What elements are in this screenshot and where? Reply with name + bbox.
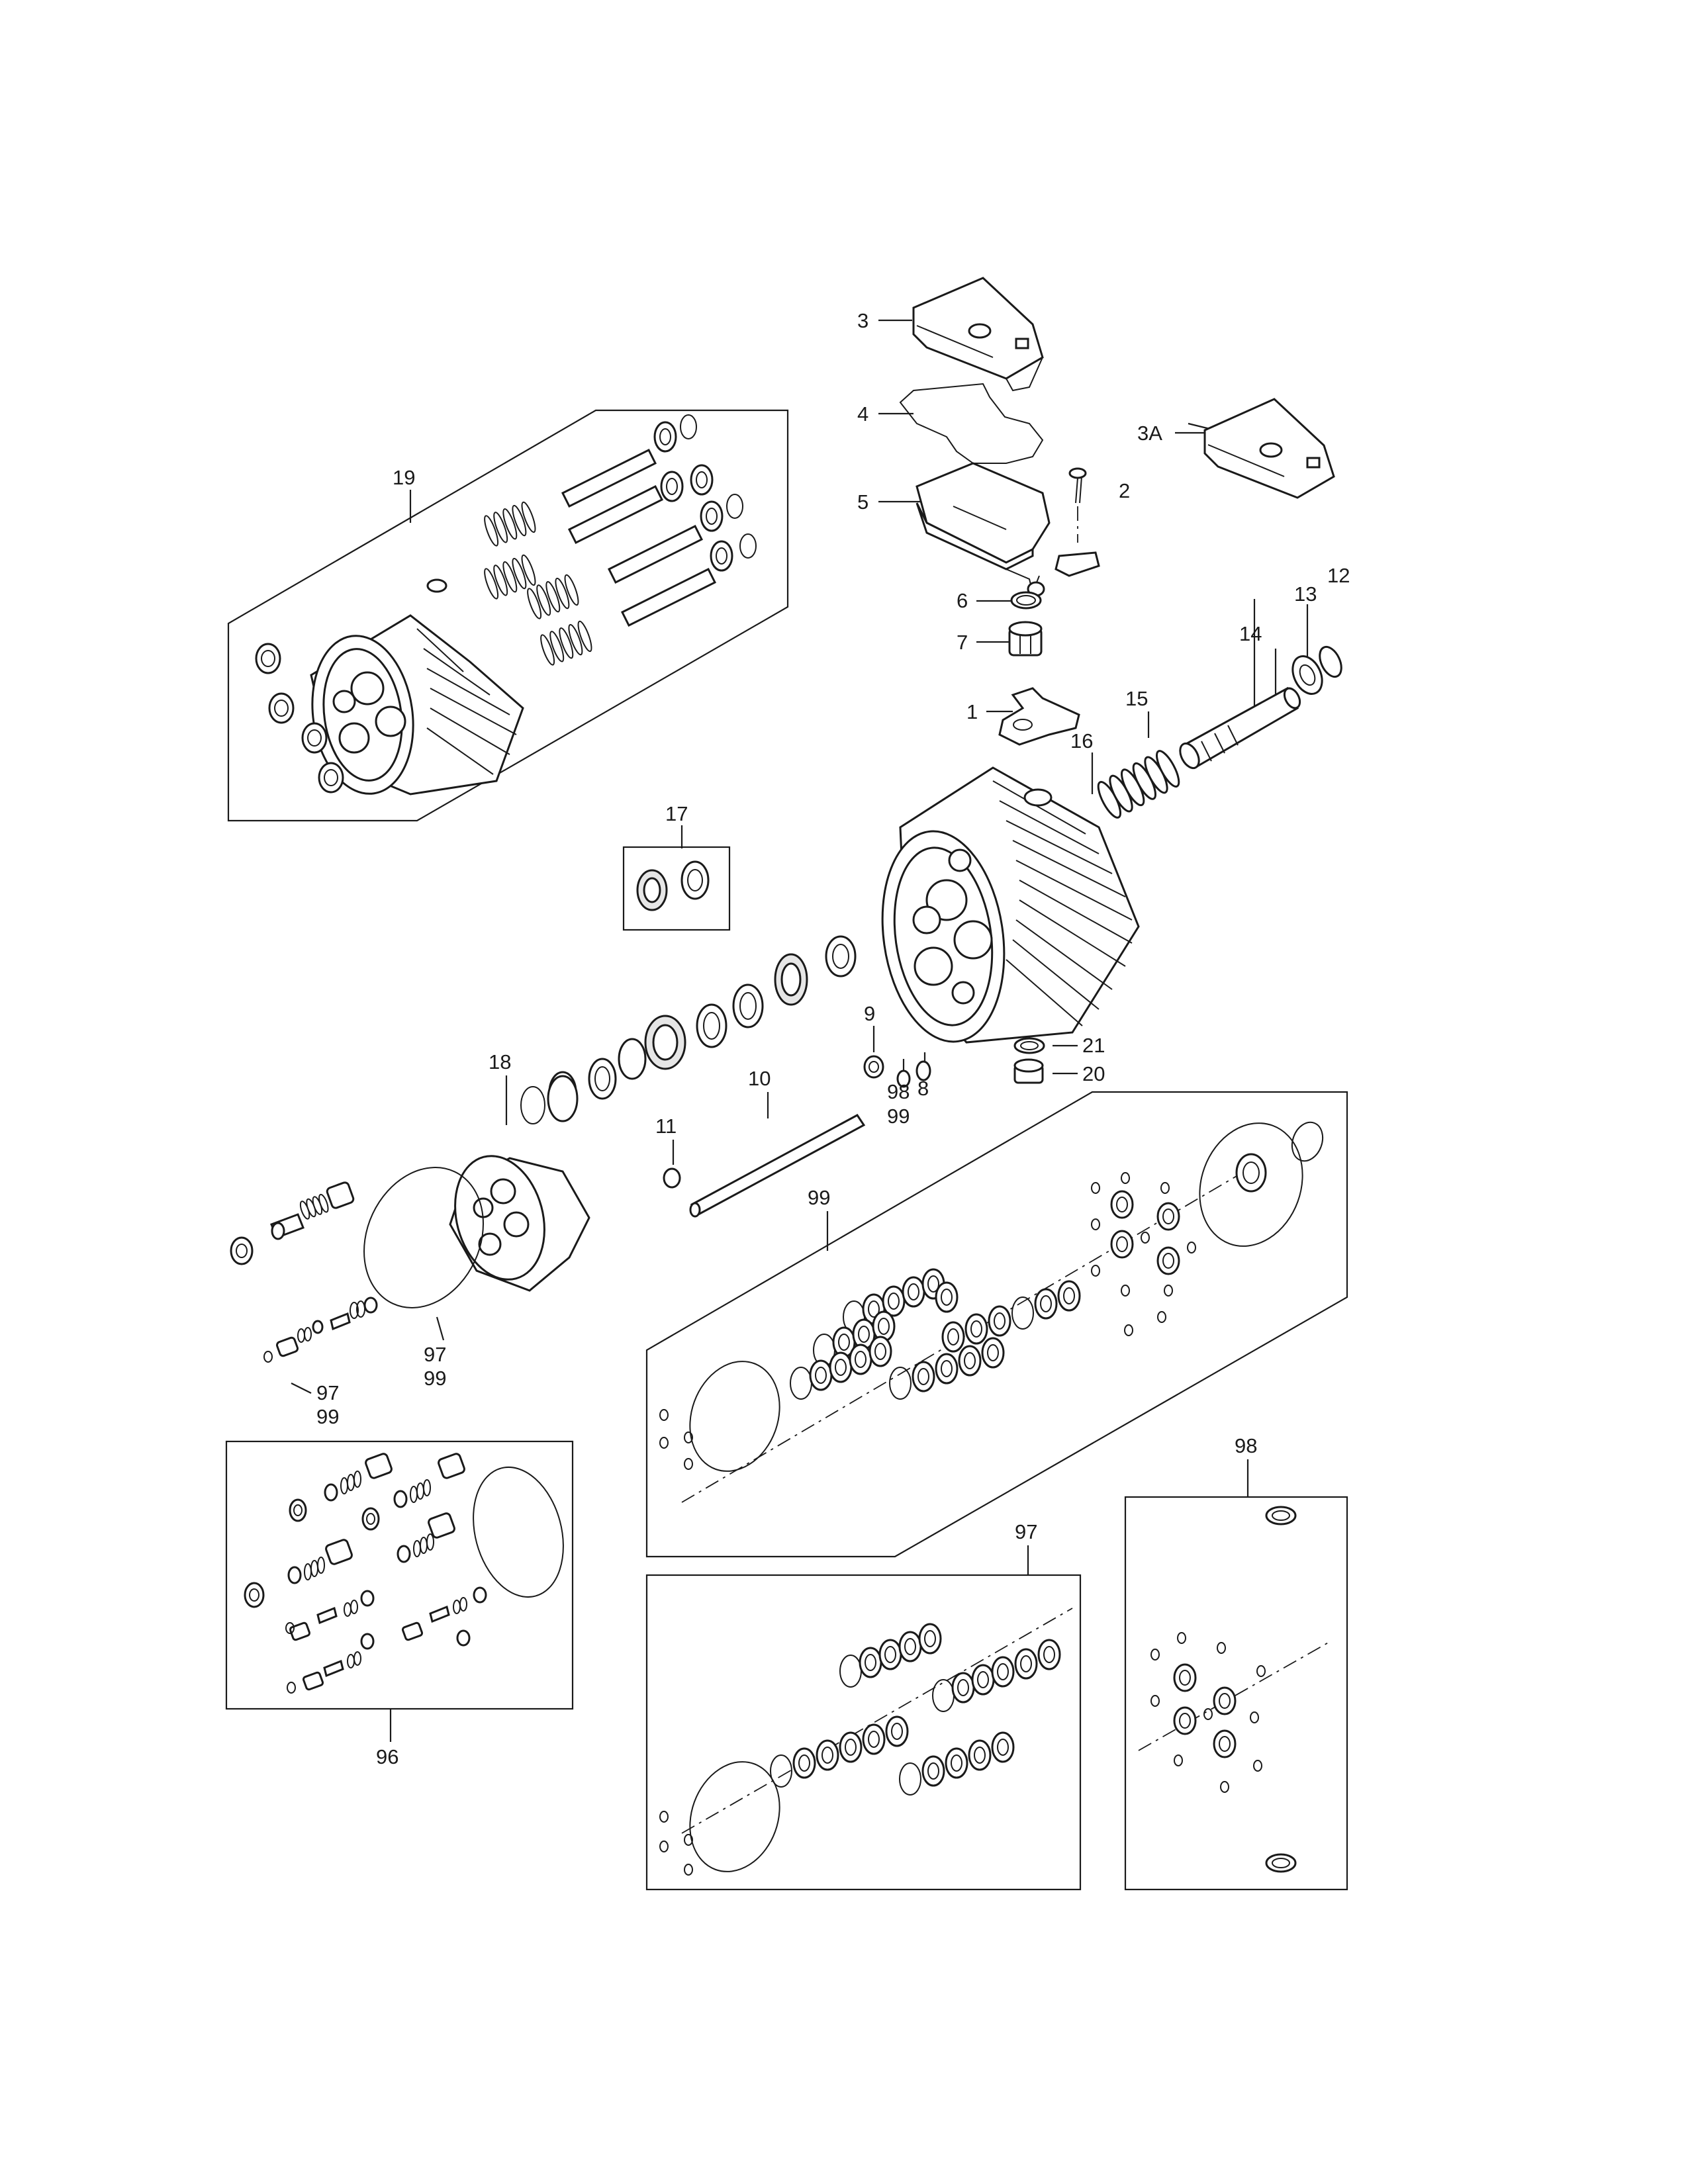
- part-4-gasket: [899, 383, 1044, 464]
- part-21-seal: [1013, 1037, 1045, 1054]
- part-11-nut: [663, 1167, 681, 1189]
- callout-98-kit: 98: [1235, 1434, 1257, 1457]
- callout-98: 98: [887, 1080, 910, 1103]
- kit-19-seals-right: [653, 414, 757, 572]
- callout-9: 9: [864, 1002, 875, 1025]
- kit-17-frame: [622, 846, 731, 931]
- callout-17: 17: [665, 802, 688, 825]
- callout-3a: 3A: [1137, 422, 1162, 445]
- callout-13: 13: [1294, 582, 1317, 606]
- callout-99-valve: 99: [316, 1405, 339, 1428]
- o-ring-upper: [547, 1075, 579, 1122]
- kit-97-frame: [645, 1574, 1082, 1891]
- callout-97-oring: 97: [424, 1343, 446, 1366]
- callout-99-kit: 99: [808, 1186, 830, 1209]
- part-8-washer: [915, 1060, 931, 1081]
- callout-4: 4: [857, 402, 868, 426]
- callout-7: 7: [957, 631, 968, 654]
- part-3-cover: [912, 277, 1044, 392]
- kit-19-frame: [227, 409, 789, 822]
- callout-99-oring: 99: [424, 1367, 446, 1390]
- callout-96-kit: 96: [376, 1745, 399, 1768]
- callout-18: 18: [489, 1050, 511, 1073]
- callout-20: 20: [1082, 1062, 1105, 1085]
- callout-97-valve: 97: [316, 1381, 339, 1404]
- kit-98-seal-set: [1138, 1506, 1331, 1873]
- callout-14: 14: [1239, 622, 1262, 645]
- callout-99: 99: [887, 1105, 910, 1128]
- kit-19-seals-left: [255, 643, 344, 794]
- callout-labels: 3 4 3A 5 2 6 7 1 14 13 12 15 16 19 17 9 …: [316, 309, 1350, 1768]
- callout-1: 1: [966, 700, 978, 723]
- callout-97-kit: 97: [1015, 1520, 1037, 1543]
- kit-19-springs: [484, 501, 592, 666]
- callout-6: 6: [957, 589, 968, 612]
- part-1-bracket: [998, 687, 1080, 746]
- part-16-cylinder-head: [881, 766, 1140, 1044]
- part-17-bearing-kit: [636, 860, 710, 911]
- part-14-piston-shaft: [1179, 686, 1301, 770]
- part-13-washer: [1291, 655, 1323, 695]
- callout-21: 21: [1082, 1034, 1105, 1057]
- callout-8: 8: [917, 1077, 929, 1100]
- kit-96-frame: [225, 1440, 574, 1710]
- part-15-spring: [1097, 750, 1180, 819]
- kit-98-frame: [1124, 1496, 1348, 1891]
- kit-96-valve-set: [244, 1453, 564, 1694]
- kit-97-seal-set: [659, 1608, 1073, 1876]
- valve-parts-left: [230, 1181, 378, 1363]
- part-12-retaining-ring: [1319, 645, 1342, 678]
- part-2-screw: [1068, 467, 1087, 543]
- leader-lines: [291, 319, 1309, 1742]
- part-6-seal: [1010, 591, 1042, 610]
- part-3a-cover: [1203, 398, 1335, 499]
- callout-16: 16: [1070, 729, 1093, 752]
- callout-15: 15: [1125, 687, 1148, 710]
- part-5-housing: [915, 462, 1100, 597]
- callout-3: 3: [857, 309, 868, 332]
- kit-19-cylinder-head: [310, 578, 524, 796]
- part-7-plug: [1008, 621, 1043, 657]
- part-10-tie-rod: [689, 1114, 866, 1218]
- callout-10: 10: [748, 1067, 771, 1090]
- callout-5: 5: [857, 490, 868, 514]
- part-9-nut: [863, 1055, 884, 1079]
- part-97-99-o-ring-large: [363, 1167, 484, 1308]
- part-20-drain-plug: [1013, 1058, 1044, 1084]
- part-98-99-washer: [896, 1069, 911, 1088]
- kit-99-seal-set: [659, 1121, 1324, 1503]
- kit-99-frame: [645, 1091, 1348, 1558]
- callout-12: 12: [1327, 564, 1350, 587]
- callout-2: 2: [1119, 479, 1130, 502]
- callout-11: 11: [655, 1115, 677, 1138]
- callout-19: 19: [393, 466, 415, 489]
- kit-19-pistons: [561, 448, 717, 627]
- part-18-valve-body: [449, 1155, 590, 1292]
